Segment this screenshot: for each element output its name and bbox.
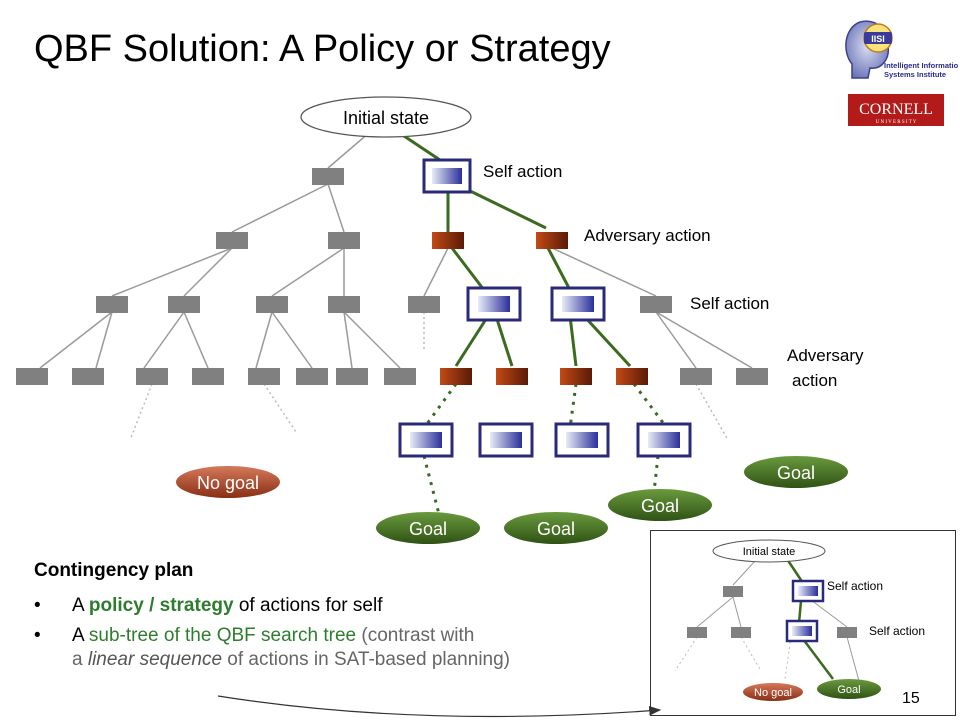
bullet-1-highlight: policy / strategy	[88, 595, 234, 616]
no-goal-label: No goal	[197, 473, 259, 493]
initial-state-label: Initial state	[343, 108, 429, 128]
bullet-2-line2-emph: linear sequence	[87, 649, 223, 670]
pointer-arrow	[217, 695, 662, 718]
goal-outcome-2	[504, 512, 608, 544]
inset-gray-node	[687, 627, 707, 638]
goal-outcome-1	[376, 512, 480, 544]
search-tree-diagram: Initial state	[16, 96, 848, 544]
inset-policy-edges	[785, 558, 834, 680]
inset-gray-node	[731, 627, 751, 638]
inset-no-goal-outcome	[743, 683, 803, 701]
cornell-logo: CORNELL U N I V E R S I T Y	[848, 94, 944, 126]
tree-edges	[39, 131, 753, 369]
bullet-1-post: of actions for self	[233, 595, 383, 616]
inset-goal-outcome	[817, 679, 881, 699]
iisi-logo: IISI Intelligent Information Systems Ins…	[845, 20, 958, 79]
self-nodes	[398, 158, 692, 458]
policy-dotted-edges	[422, 383, 666, 519]
bullet-1: • A policy / strategy of actions for sel…	[34, 594, 634, 618]
bullet-2-line2-post: of actions in SAT-based planning)	[222, 649, 511, 670]
bullet-2: • A sub-tree of the QBF search tree (con…	[34, 624, 634, 672]
contingency-heading: Contingency plan	[34, 560, 194, 581]
logos: IISI Intelligent Information Systems Ins…	[845, 20, 958, 126]
goal-outcome-4	[744, 456, 848, 488]
gray-nodes	[16, 168, 768, 385]
bullet-symbol-2: •	[34, 625, 41, 646]
svg-text:CORNELL: CORNELL	[859, 101, 933, 118]
inset-initial-state-label: Initial state	[743, 546, 796, 558]
bullet-2-line2-pre: a	[72, 649, 88, 670]
adversary-action-label-1: Adversary action	[584, 226, 711, 245]
inset-dotted-edges	[674, 636, 792, 680]
bullet-2-pre: A	[72, 625, 89, 646]
adversary-action-label-2-line1: Adversary	[787, 346, 864, 365]
adversary-action-label-2-line2: action	[792, 371, 838, 390]
slide-title: QBF Solution: A Policy or Strategy	[34, 28, 611, 70]
page-number: 15	[902, 690, 920, 707]
initial-state-node	[300, 96, 472, 138]
policy-edges	[397, 130, 632, 368]
inset-self-action-label-1: Self action	[827, 579, 884, 593]
inset-diagram: Initial state No goal Goal	[674, 539, 881, 701]
bullet-1-pre: A	[72, 595, 89, 616]
goal-label-3: Goal	[641, 496, 679, 516]
inset-initial-state-node	[712, 539, 826, 563]
goal-label-2: Goal	[537, 519, 575, 539]
inset-subtree: Initial state No goal Goal Self action S…	[650, 530, 956, 716]
svg-text:Intelligent Information: Intelligent Information	[884, 61, 958, 70]
inset-goal-label: Goal	[837, 684, 860, 696]
inset-gray-node	[723, 586, 743, 597]
goal-label-4: Goal	[777, 463, 815, 483]
no-goal-outcome	[176, 466, 280, 498]
self-action-label-2: Self action	[690, 294, 770, 313]
inset-no-goal-label: No goal	[754, 687, 792, 699]
svg-text:U N I V E R S I T Y: U N I V E R S I T Y	[876, 120, 917, 125]
goal-outcome-3	[608, 489, 712, 521]
inset-self-action-label-2: Self action	[869, 624, 926, 638]
inset-gray-node	[837, 627, 857, 638]
tree-dotted-edges	[129, 312, 729, 441]
bullet-2-mid: (contrast with	[356, 625, 475, 646]
svg-text:Systems Institute: Systems Institute	[884, 70, 946, 79]
goal-label-1: Goal	[409, 519, 447, 539]
self-action-label-1: Self action	[483, 162, 563, 181]
bullet-2-highlight: sub-tree of the QBF search tree	[88, 625, 357, 646]
svg-text:IISI: IISI	[871, 34, 885, 44]
contingency-text: Contingency plan • A policy / strategy o…	[34, 560, 634, 678]
adversary-nodes	[432, 232, 648, 385]
bullet-symbol-1: •	[34, 595, 41, 616]
